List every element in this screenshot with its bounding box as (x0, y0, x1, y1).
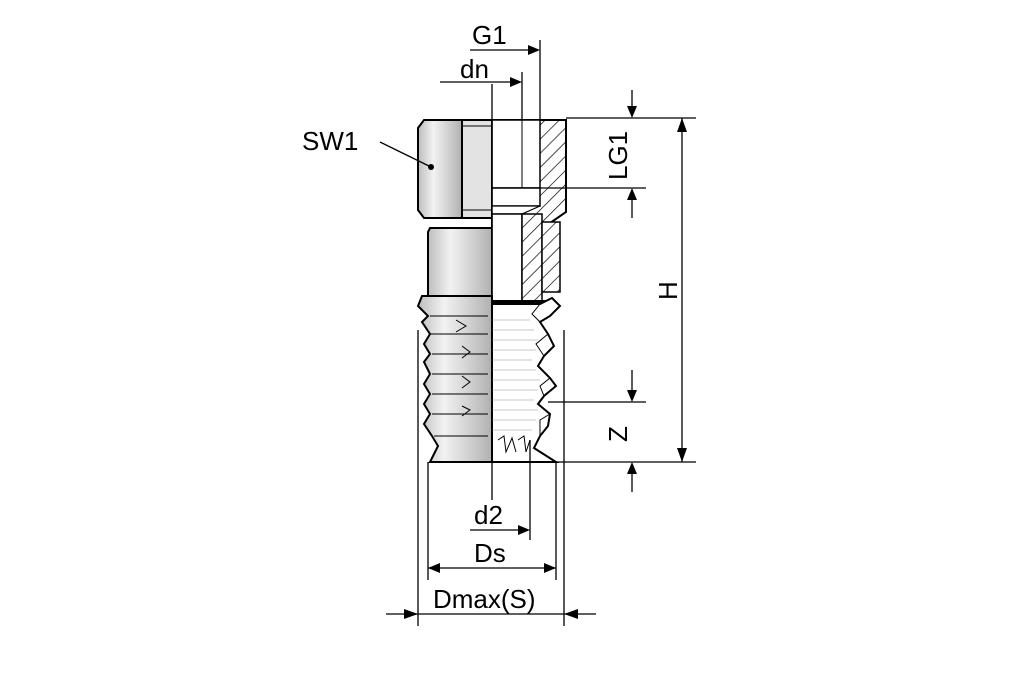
hex-nut-section (491, 119, 567, 231)
neck-section (491, 213, 561, 305)
g1-dimension (470, 40, 541, 120)
hex-nut-exterior (417, 119, 493, 219)
d2-label: d2 (474, 500, 503, 530)
dmax-dimension (386, 330, 596, 626)
h-dimension (556, 118, 696, 463)
ds-label: Ds (474, 538, 506, 568)
dn-label: dn (460, 54, 489, 84)
d2-dimension (470, 440, 531, 540)
dn-dimension (440, 72, 523, 120)
g1-label: G1 (472, 20, 507, 50)
bellows-exterior (416, 295, 493, 463)
bellows-section (491, 296, 562, 463)
lg1-dimension (540, 90, 696, 218)
neck-exterior (427, 227, 493, 297)
dmax-label: Dmax(S) (433, 584, 536, 614)
h-label: H (653, 281, 683, 300)
sw1-label: SW1 (302, 126, 358, 156)
z-label: Z (603, 426, 633, 442)
ds-dimension (427, 462, 557, 580)
sw1-leader (379, 141, 432, 168)
lg1-label: LG1 (603, 131, 633, 180)
